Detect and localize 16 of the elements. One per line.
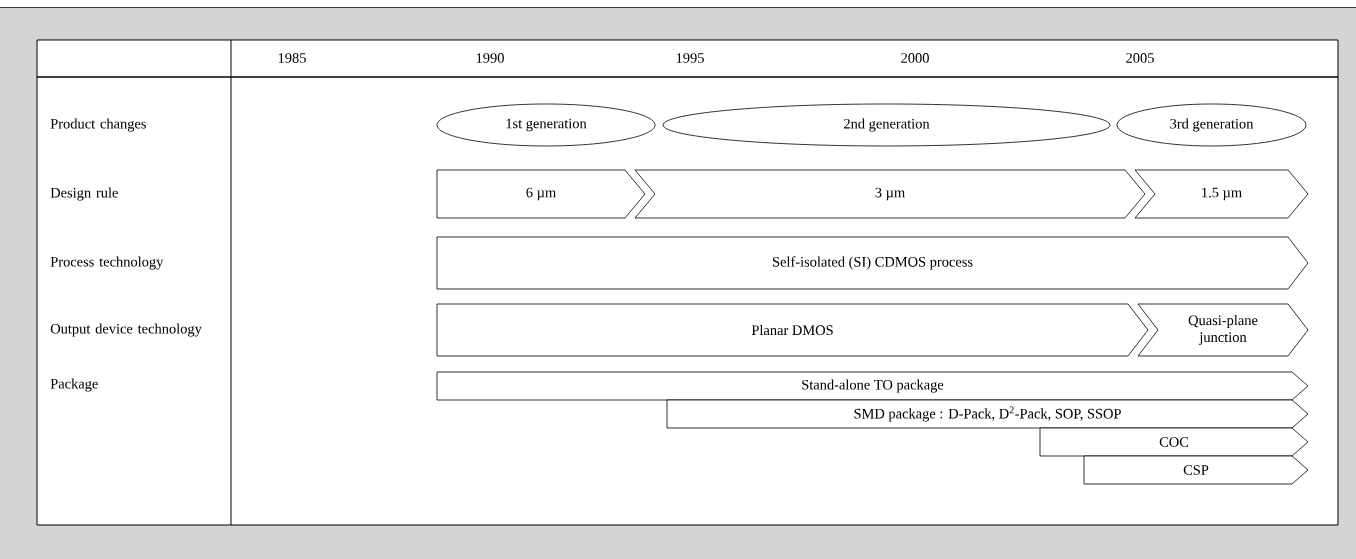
year-label: 1995	[676, 53, 704, 63]
timeline-bar: Self-isolated (SI) CDMOS process	[436, 236, 1309, 290]
timeline-bar: 6 µm	[436, 169, 646, 219]
timeline-bar: COC	[1039, 427, 1309, 457]
year-label: 1985	[278, 53, 306, 63]
row-heading: Package	[50, 378, 98, 392]
timeline-bar: CSP	[1083, 455, 1309, 485]
timeline-bar: Planar DMOS	[436, 303, 1149, 357]
row-heading: Process technology	[50, 256, 164, 270]
year-label: 1990	[476, 53, 504, 63]
row-heading: Product changes	[50, 118, 146, 132]
row-heading: Design rule	[50, 187, 118, 201]
year-label: 2005	[1126, 53, 1154, 63]
row-heading: Output device technology	[50, 323, 202, 337]
timeline-bar: Stand-alone TO package	[436, 371, 1309, 401]
year-label: 2000	[901, 53, 929, 63]
